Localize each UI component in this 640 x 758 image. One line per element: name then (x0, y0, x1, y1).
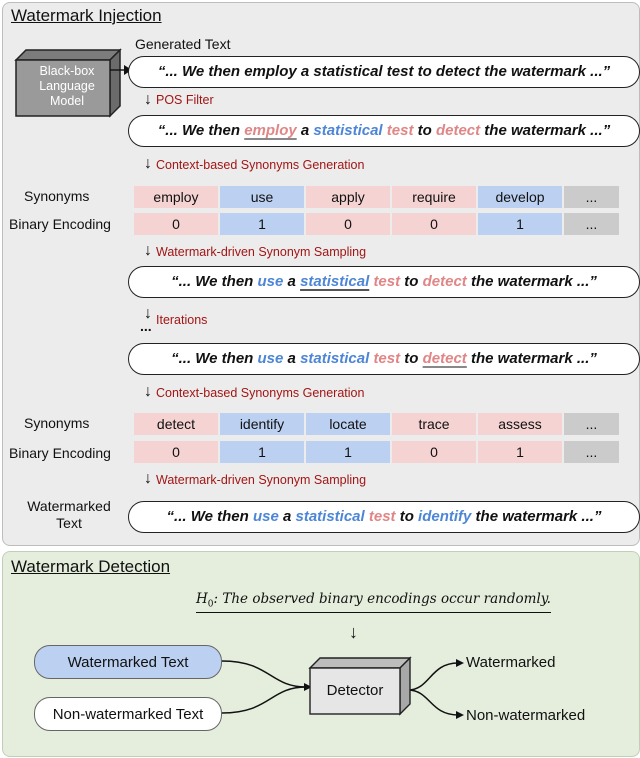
down-arrow-icon: ↓ (349, 622, 358, 642)
synonym-cell: detect (134, 413, 218, 435)
candidate-word-statistical: statistical (313, 122, 383, 139)
sampled-word-identify: identify (418, 508, 472, 525)
down-arrow-icon: ↓ (144, 155, 152, 172)
text-part: “... We then (166, 508, 253, 525)
output-non-watermarked: Non-watermarked (466, 707, 586, 724)
sentence-pos-filtered: “... We then employ a statistical test t… (128, 115, 640, 147)
row-label-synonyms-2: Synonyms (24, 415, 90, 431)
synonym-cell-more: ... (564, 186, 619, 208)
iterations-dots: ... (140, 318, 152, 334)
bit-cell: 0 (134, 441, 218, 463)
hypothesis-symbol: H (196, 591, 208, 607)
bit-cell: 1 (478, 441, 562, 463)
input-watermarked-text: Watermarked Text (34, 645, 222, 679)
bit-cell: 0 (134, 213, 218, 235)
sentence-iterated: “... We then use a statistical test to d… (128, 343, 640, 375)
text-part: to (400, 350, 423, 367)
sampled-word-statistical: statistical (300, 350, 370, 367)
synonym-cell: identify (220, 413, 304, 435)
down-arrow-icon: ↓ (144, 383, 152, 400)
language-model-label: Black-box Language Model (39, 64, 95, 108)
text-part: a (283, 273, 301, 290)
text-part: “... We then (171, 350, 258, 367)
bit-cell: 0 (392, 441, 476, 463)
row-label-binary-1: Binary Encoding (9, 216, 111, 232)
bit-cell: 0 (306, 213, 390, 235)
detector-label: Detector (326, 682, 384, 699)
bit-cell: 1 (220, 441, 304, 463)
sentence-sampled: “... We then use a statistical test to d… (128, 266, 640, 298)
detection-flow-lines (221, 659, 464, 719)
detector-cube (308, 656, 412, 716)
down-arrow-icon: ↓ (144, 470, 152, 487)
generated-text-label: Generated Text (135, 36, 231, 52)
step-sampling-1: Watermark-driven Synonym Sampling (156, 245, 367, 259)
bit-cell: 0 (392, 213, 476, 235)
text-part: the watermark ...” (480, 122, 611, 139)
step-sampling-2: Watermark-driven Synonym Sampling (156, 473, 367, 487)
hypothesis-subscript: 0 (207, 599, 214, 610)
text-part: a (283, 350, 301, 367)
candidate-word-test: test (386, 122, 414, 139)
text-part: a (296, 122, 314, 139)
sampled-word-statistical: statistical (295, 508, 365, 525)
bit-cell-more: ... (564, 213, 619, 235)
step-synonyms-generation-1: Context-based Synonyms Generation (156, 158, 365, 172)
candidate-word-detect: detect (422, 273, 467, 290)
injection-title: Watermark Injection (11, 6, 162, 25)
step-pos-filter: POS Filter (156, 93, 214, 107)
synonym-cell: use (220, 186, 304, 208)
text-part: the watermark ...” (471, 508, 602, 525)
text-part: the watermark ...” (466, 350, 597, 367)
sampled-word-use: use (257, 350, 284, 367)
text-part: “... We then (171, 273, 258, 290)
synonym-cell: assess (478, 413, 562, 435)
step-iterations: Iterations (156, 313, 208, 327)
detection-title: Watermark Detection (11, 557, 171, 576)
down-arrow-icon: ↓ (144, 242, 152, 259)
text-part: the watermark ...” (466, 273, 597, 290)
input-non-watermarked-text: Non-watermarked Text (34, 697, 222, 731)
text-part: “... We then (157, 122, 245, 139)
candidate-word-test: test (373, 350, 401, 367)
watermarked-text-label: Watermarked Text (27, 498, 111, 531)
down-arrow-icon: ↓ (144, 305, 152, 322)
step-synonyms-generation-2: Context-based Synonyms Generation (156, 386, 365, 400)
row-label-synonyms-1: Synonyms (24, 188, 90, 204)
bit-cell: 1 (306, 441, 390, 463)
candidate-word-employ: employ (244, 122, 297, 139)
text-part: to (413, 122, 436, 139)
sampled-word-use: use (252, 508, 279, 525)
candidate-word-test: test (373, 273, 401, 290)
synonym-cell: locate (306, 413, 390, 435)
sentence-generated: “... We then employ a statistical test t… (128, 56, 640, 88)
candidate-word-test: test (368, 508, 396, 525)
null-hypothesis: H0: The observed binary encodings occur … (196, 591, 551, 613)
candidate-word-detect: detect (435, 122, 481, 139)
synonym-cell: require (392, 186, 476, 208)
synonym-cell: employ (134, 186, 218, 208)
candidate-word-detect: detect (422, 350, 467, 367)
candidate-word-statistical: statistical (300, 273, 370, 290)
synonym-cell: apply (306, 186, 390, 208)
synonym-cell: develop (478, 186, 562, 208)
text-part: a (278, 508, 296, 525)
text-part: to (395, 508, 419, 525)
text-part: to (400, 273, 423, 290)
bit-cell: 1 (478, 213, 562, 235)
output-watermarked: Watermarked (466, 654, 556, 671)
sentence-watermarked: “... We then use a statistical test to i… (128, 501, 640, 533)
hypothesis-text: : The observed binary encodings occur ra… (213, 591, 551, 607)
row-label-binary-2: Binary Encoding (9, 445, 111, 461)
bit-cell: 1 (220, 213, 304, 235)
synonym-cell: trace (392, 413, 476, 435)
language-model-cube (14, 48, 122, 118)
bit-cell-more: ... (564, 441, 619, 463)
synonym-cell-more: ... (564, 413, 619, 435)
down-arrow-icon: ↓ (144, 91, 152, 108)
sampled-word-use: use (257, 273, 284, 290)
